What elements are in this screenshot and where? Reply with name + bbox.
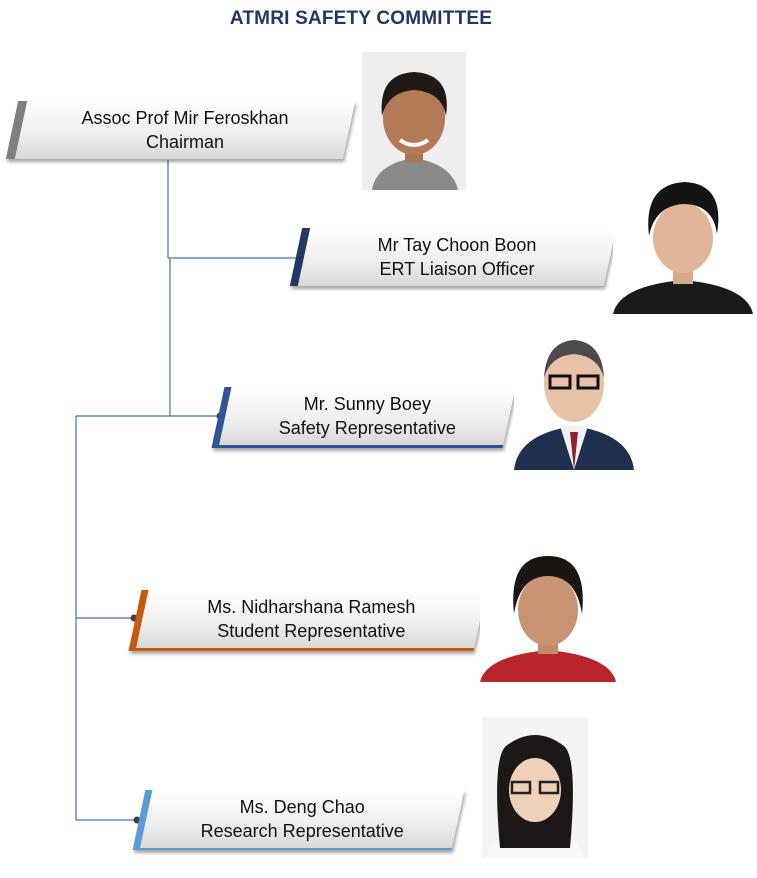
member-box-student-representative: Ms. Nidharshana Ramesh Student Represent… xyxy=(128,590,487,651)
member-name: Mr Tay Choon Boon xyxy=(377,235,537,255)
student-representative-photo xyxy=(480,548,616,682)
chart-title: ATMRI SAFETY COMMITTEE xyxy=(229,8,493,29)
member-box-safety-representative: Mr. Sunny Boey Safety Representative xyxy=(211,387,516,448)
member-role: Chairman xyxy=(145,132,225,152)
member-name: Mr. Sunny Boey xyxy=(303,394,431,414)
ert-liaison-photo xyxy=(613,174,753,314)
member-box-chairman: Assoc Prof Mir Feroskhan Chairman xyxy=(5,101,356,159)
safety-representative-photo xyxy=(514,322,634,470)
member-name: Assoc Prof Mir Feroskhan xyxy=(81,108,289,128)
chairman-photo xyxy=(362,52,466,190)
member-name: Ms. Nidharshana Ramesh xyxy=(207,597,416,617)
member-role: Research Representative xyxy=(200,821,404,841)
member-role: Safety Representative xyxy=(278,418,456,438)
research-representative-photo xyxy=(482,718,588,858)
member-box-ert-liaison: Mr Tay Choon Boon ERT Liaison Officer xyxy=(289,228,617,286)
member-role: Student Representative xyxy=(217,621,406,641)
member-name: Ms. Deng Chao xyxy=(239,797,365,817)
member-role: ERT Liaison Officer xyxy=(379,259,535,279)
member-box-research-representative: Ms. Deng Chao Research Representative xyxy=(132,790,465,850)
